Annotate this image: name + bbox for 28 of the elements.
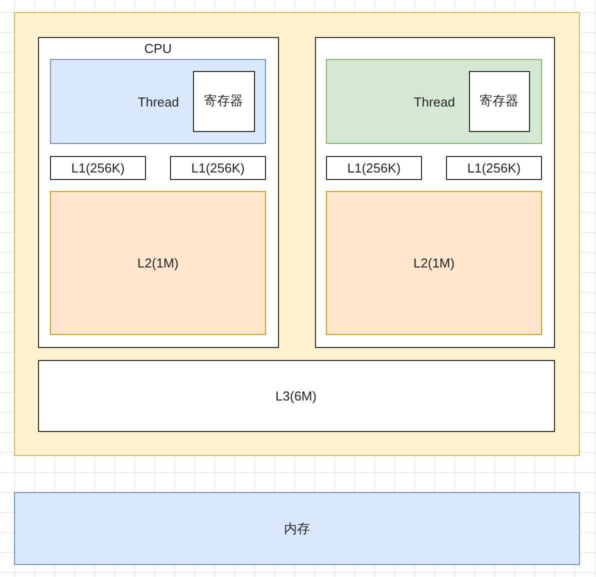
component-box: [14, 492, 580, 565]
box-label: L2(1M): [136, 256, 180, 270]
component-box: [50, 59, 266, 144]
container-box: [314, 36, 554, 348]
box-label: L1(256K): [70, 160, 126, 176]
box-label: Thread: [138, 94, 179, 109]
component-box: [38, 36, 278, 348]
component-box: [192, 70, 254, 132]
component-box: [38, 360, 554, 432]
box-label: CPU: [143, 40, 173, 56]
container-box: [14, 12, 580, 456]
box-label: L2(1M): [412, 256, 456, 270]
box-label: L1(256K): [190, 160, 246, 176]
component-box: [50, 191, 266, 335]
box-label: 寄存器: [478, 92, 520, 110]
box-label: 寄存器: [203, 92, 244, 110]
box-label: Thread: [414, 94, 455, 109]
box-label: L1(256K): [466, 160, 522, 176]
box-label: L3(6M): [274, 388, 318, 403]
box-label: L1(256K): [346, 160, 402, 176]
component-box: [446, 156, 542, 180]
component-box: [326, 59, 542, 144]
box-label: 内存: [283, 520, 311, 538]
component-box: [468, 70, 530, 132]
component-box: [50, 156, 146, 180]
component-box: [170, 156, 266, 180]
component-box: [326, 191, 542, 335]
component-box: [326, 156, 422, 180]
